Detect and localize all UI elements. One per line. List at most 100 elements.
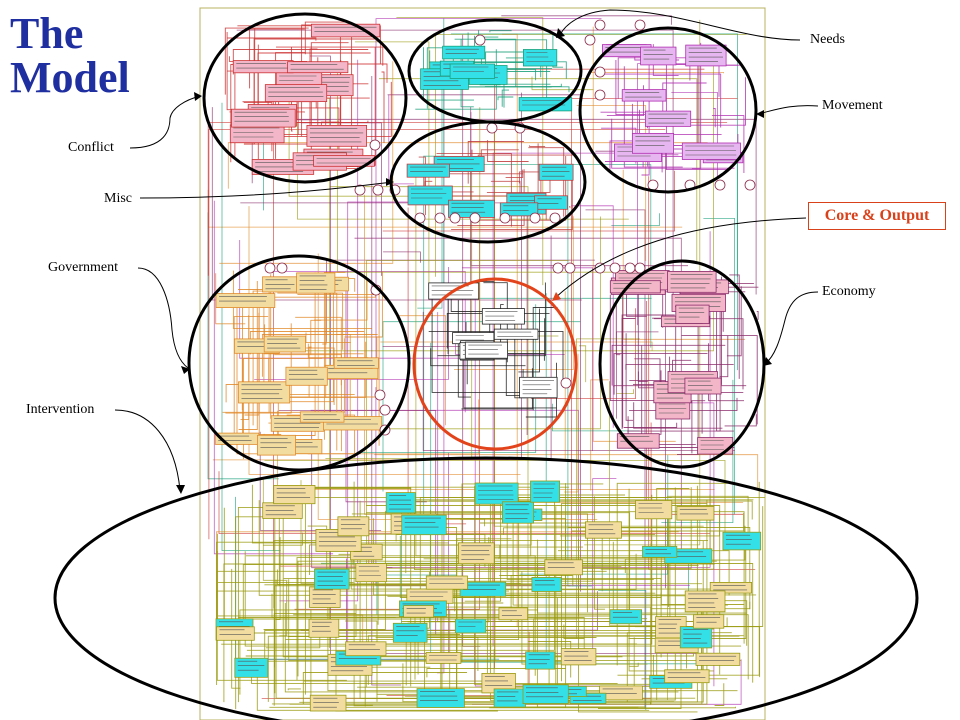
intervention-node-box (722, 531, 762, 551)
core-callout (554, 217, 807, 299)
intervention-node (308, 618, 340, 638)
label-core-output: Core & Output (808, 202, 946, 230)
economy-node (697, 437, 734, 455)
port-circle (552, 262, 564, 274)
misc-node-box (407, 185, 453, 206)
intervention-node-box (609, 609, 643, 625)
movement-node-box (681, 142, 741, 160)
intervention-wire (578, 538, 698, 713)
port-circle (609, 262, 621, 274)
connector-line (423, 155, 444, 515)
misc-callout (139, 181, 393, 199)
needs-wire (447, 61, 567, 79)
needs-node-box (518, 97, 573, 112)
intervention-wire (533, 618, 648, 665)
intervention-wire (242, 564, 303, 636)
label-misc: Misc (104, 191, 132, 206)
government-node (333, 357, 379, 369)
connector-line (208, 129, 666, 540)
economy-arrowhead (763, 357, 772, 366)
intervention-wire (302, 672, 467, 705)
government-wire (215, 273, 246, 325)
intervention-node (709, 582, 753, 594)
intervention-wire (216, 533, 578, 620)
movement-wire (662, 82, 707, 112)
intervention-node (642, 545, 678, 558)
economy-node (609, 280, 661, 294)
economy-wire (626, 292, 647, 317)
intervention-node (337, 516, 370, 537)
movement-wire (664, 77, 746, 126)
core-node-box (519, 376, 558, 399)
connector-line (493, 126, 704, 527)
intervention-wire (506, 497, 654, 581)
conflict-wire (227, 37, 317, 41)
core-wire (463, 359, 557, 409)
intervention-node (676, 505, 715, 521)
movement-wire (609, 140, 638, 170)
core-wire (518, 308, 540, 373)
intervention-node-box (234, 657, 269, 678)
intervention-node (544, 559, 583, 576)
connector-line (661, 379, 734, 523)
intervention-node (693, 614, 725, 629)
port-circle (434, 212, 446, 224)
misc-arrowhead (386, 178, 394, 186)
intervention-node (609, 609, 643, 625)
intervention-wire (285, 497, 520, 641)
intervention-node (525, 651, 556, 670)
government-node-box (299, 411, 345, 423)
needs-wire (489, 30, 512, 33)
economy-wire (609, 294, 675, 402)
conflict-node (229, 124, 285, 144)
intervention-wire (528, 641, 572, 678)
callout-arrowheads (176, 28, 772, 494)
intervention-node-box (385, 492, 416, 514)
economy-wire (681, 335, 758, 425)
connector-line (354, 237, 682, 555)
intervention-node (345, 641, 387, 657)
intervention-wire (521, 571, 648, 665)
government-wire (292, 272, 316, 436)
port-circle (529, 212, 541, 224)
intervention-node (474, 482, 519, 505)
economy-wire (627, 286, 721, 432)
intervention-node-box (454, 618, 487, 634)
needs-node (518, 97, 573, 112)
intervention-wire (537, 539, 747, 614)
intervention-node-box (425, 652, 462, 664)
conflict-wire (263, 120, 369, 124)
intervention-node-box (457, 542, 495, 565)
economy-wire (615, 304, 621, 356)
intervention-node (355, 563, 387, 583)
movement-wire (713, 107, 716, 128)
label-economy: Economy (822, 284, 876, 299)
port-circle (560, 377, 572, 389)
label-conflict: Conflict (68, 140, 114, 155)
intervention-node (498, 607, 528, 621)
government-node-box (285, 366, 328, 386)
intervention-wire (296, 557, 671, 681)
page-title: The Model (10, 12, 130, 100)
connector-line (530, 308, 636, 399)
misc-node-box (538, 163, 574, 181)
core-node-box (493, 328, 539, 340)
connector-line (576, 105, 647, 261)
intervention-wire (235, 516, 275, 710)
intervention-node (425, 652, 462, 664)
misc-ellipse (389, 120, 587, 244)
economy-wire (613, 353, 708, 395)
government-node (256, 434, 296, 456)
intervention-wire (309, 544, 485, 575)
economy-wire (611, 344, 726, 386)
intervention-wire (567, 527, 751, 610)
intervention-node (401, 514, 447, 536)
government-node-box (333, 357, 379, 369)
intervention-node (722, 531, 762, 551)
needs-wire (497, 96, 514, 101)
port-circle (594, 89, 606, 101)
intervention-wire (231, 568, 241, 689)
economy-wire (625, 363, 734, 370)
core-node-box (464, 341, 508, 359)
